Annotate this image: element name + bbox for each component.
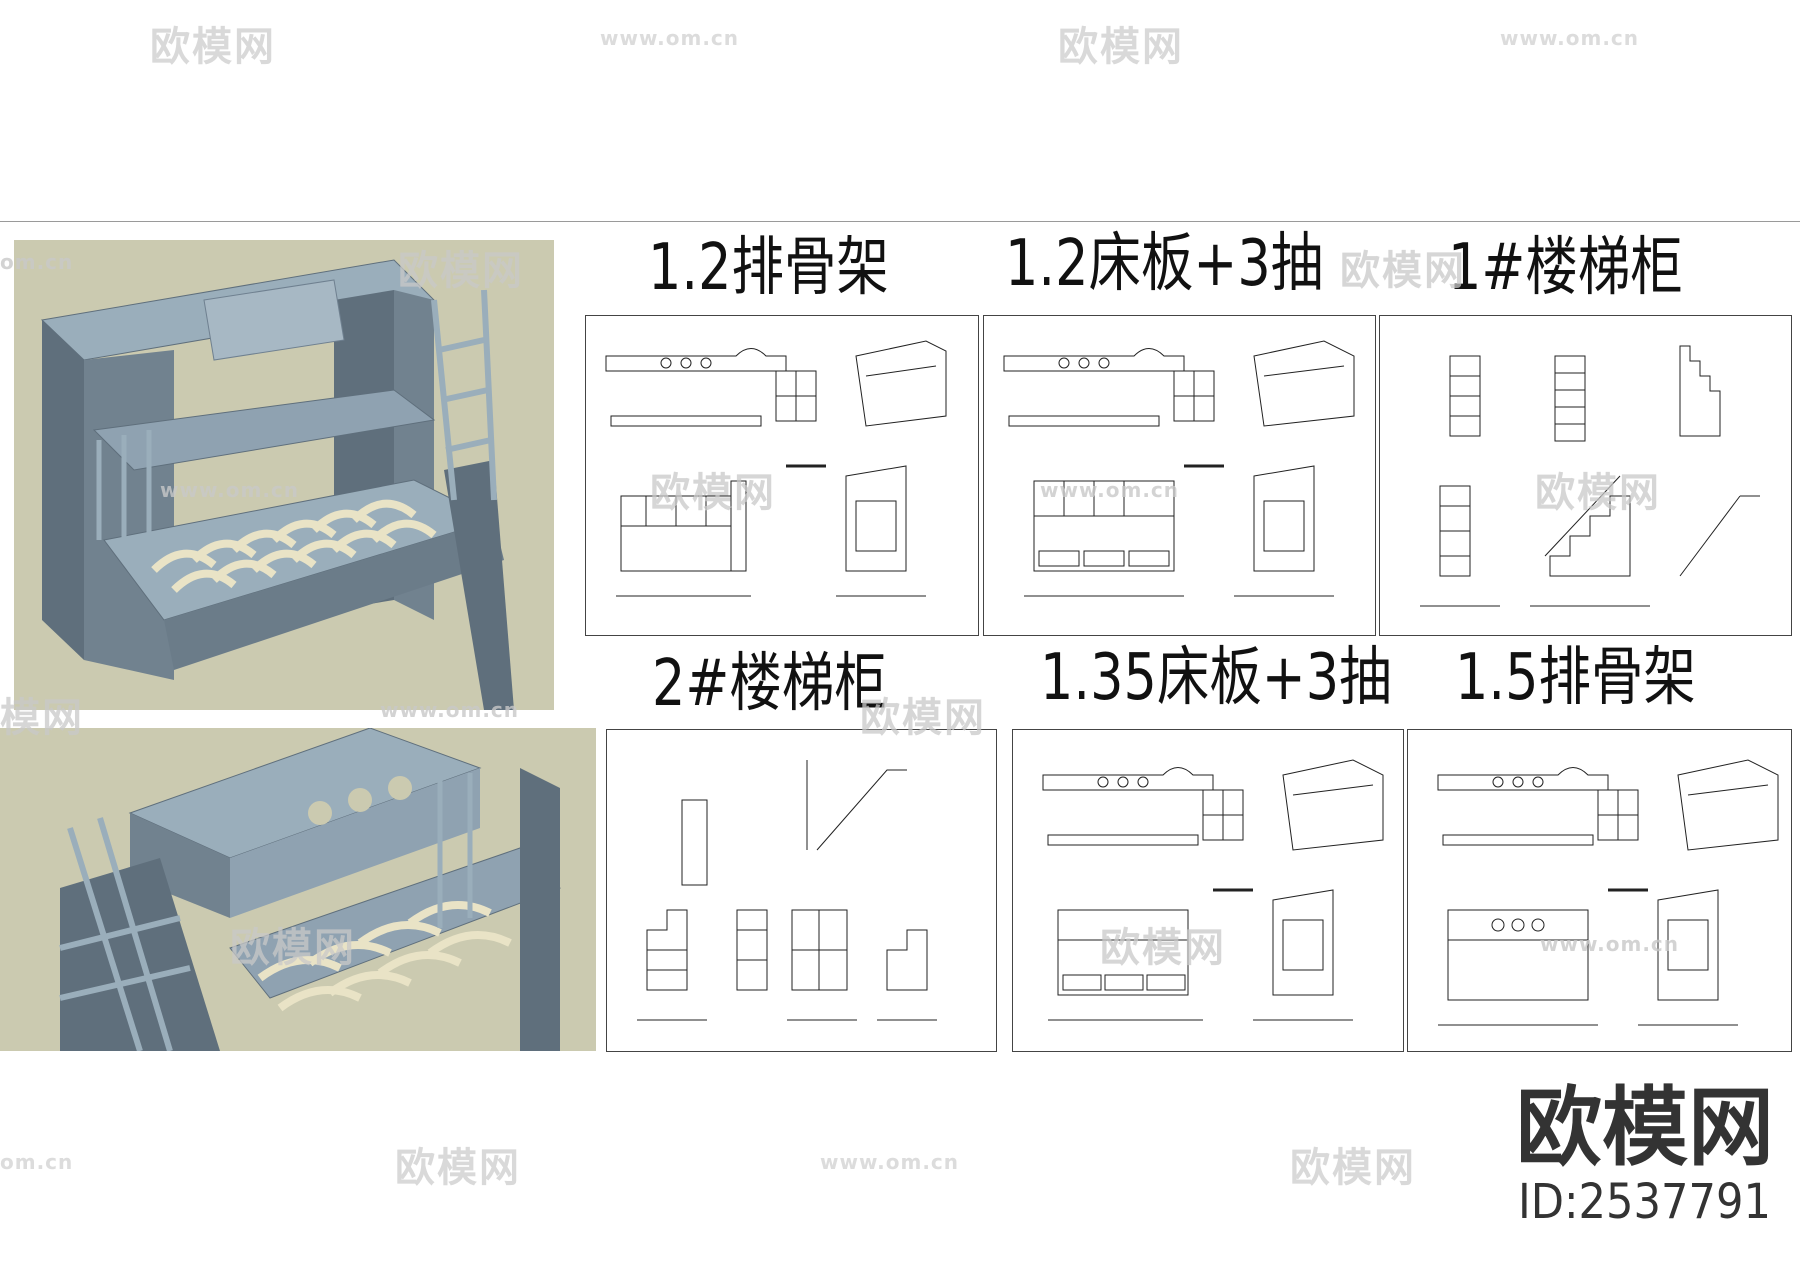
watermark-url: www.om.cn xyxy=(600,26,740,50)
watermark-brand: 欧模网 xyxy=(650,470,776,516)
render-bunk-bed-2 xyxy=(0,728,596,1051)
drawing-sheet-2 xyxy=(983,315,1376,636)
watermark-brand: 欧模网 xyxy=(150,24,276,70)
heading-stair-cabinet-1: 1#楼梯柜 xyxy=(1448,231,1683,305)
watermark-brand: 欧模网 xyxy=(395,1145,521,1191)
watermark-brand: 欧模网 xyxy=(860,695,986,741)
watermark-url: www.om.cn xyxy=(160,478,300,502)
watermark-brand: 欧模网 xyxy=(1290,1145,1416,1191)
watermark-brand: 欧模网 xyxy=(1535,470,1661,516)
watermark-brand: 欧模网 xyxy=(230,925,356,971)
drawing-sheet-1 xyxy=(585,315,979,636)
watermark-url: www.om.cn xyxy=(820,1150,960,1174)
watermark-url: www.om.cn xyxy=(1040,478,1180,502)
asset-id: ID:2537791 xyxy=(1518,1174,1771,1230)
heading-1-2-slat-frame: 1.2排骨架 xyxy=(648,231,889,305)
watermark-brand: 欧模网 xyxy=(398,248,524,294)
drawing-sheet-3 xyxy=(1379,315,1792,636)
watermark-url: om.cn xyxy=(0,1150,74,1174)
brand-logo-text: 欧模网 xyxy=(1516,1078,1774,1178)
drawing-sheet-6 xyxy=(1407,729,1792,1052)
watermark-brand: 欧模网 xyxy=(1058,24,1184,70)
watermark-url: www.om.cn xyxy=(380,698,520,722)
bunk-bed-2-illustration xyxy=(59,728,561,1051)
watermark-url: om.cn xyxy=(0,250,74,274)
render-bunk-bed-1 xyxy=(14,240,554,710)
heading-1-35-board-3-drawers: 1.35床板+3抽 xyxy=(1040,641,1392,715)
heading-1-2-board-3-drawers: 1.2床板+3抽 xyxy=(1005,227,1324,301)
heading-1-5-slat-frame: 1.5排骨架 xyxy=(1455,641,1696,715)
frame-top-line xyxy=(0,221,1800,222)
watermark-url: www.om.cn xyxy=(1540,932,1680,956)
watermark-url: www.om.cn xyxy=(1500,26,1640,50)
heading-stair-cabinet-2: 2#楼梯柜 xyxy=(652,647,887,721)
watermark-brand: 模网 xyxy=(0,695,84,741)
drawing-sheet-4 xyxy=(606,729,997,1052)
bunk-bed-1-illustration xyxy=(40,259,514,710)
drawing-sheet-5 xyxy=(1012,729,1404,1052)
watermark-brand: 欧模网 xyxy=(1340,248,1466,294)
watermark-brand: 欧模网 xyxy=(1100,925,1226,971)
